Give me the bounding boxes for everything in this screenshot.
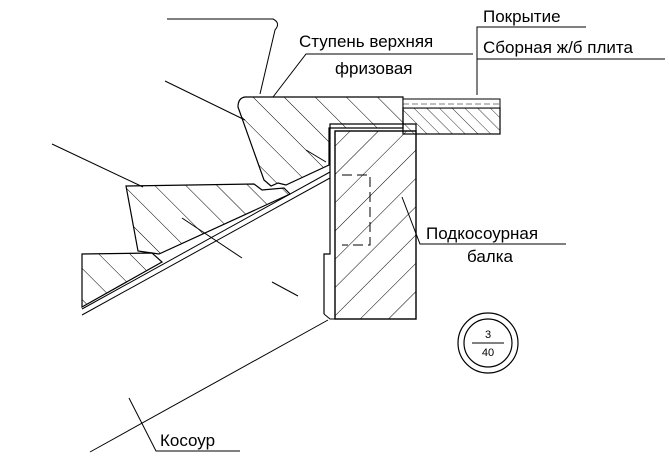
bottom-step (81, 252, 164, 309)
upper-frieze-step (237, 96, 404, 187)
center-lines (181, 149, 327, 297)
angle-bottom (323, 313, 335, 320)
hidden-edge (342, 174, 371, 246)
lower-step (125, 183, 292, 255)
slab-covering (402, 98, 501, 109)
detail-tag: 3 40 (457, 312, 519, 374)
label-step-line1: Ступень верхняя (299, 32, 433, 51)
label-beam-line2: балка (467, 247, 514, 266)
label-stringer: Косоур (160, 431, 215, 450)
detail-tag-bottom: 40 (482, 347, 494, 359)
label-slab: Сборная ж/б плита (483, 38, 633, 57)
label-step-line2: фризовая (335, 59, 413, 78)
stringer-beam (334, 130, 417, 320)
label-beam-line1: Подкосоурная (426, 224, 538, 243)
label-covering: Покрытие (483, 7, 561, 26)
leader-lines (51, 18, 665, 452)
detail-tag-top: 3 (485, 329, 491, 341)
steel-angle (323, 123, 417, 314)
precast-slab (402, 107, 501, 135)
